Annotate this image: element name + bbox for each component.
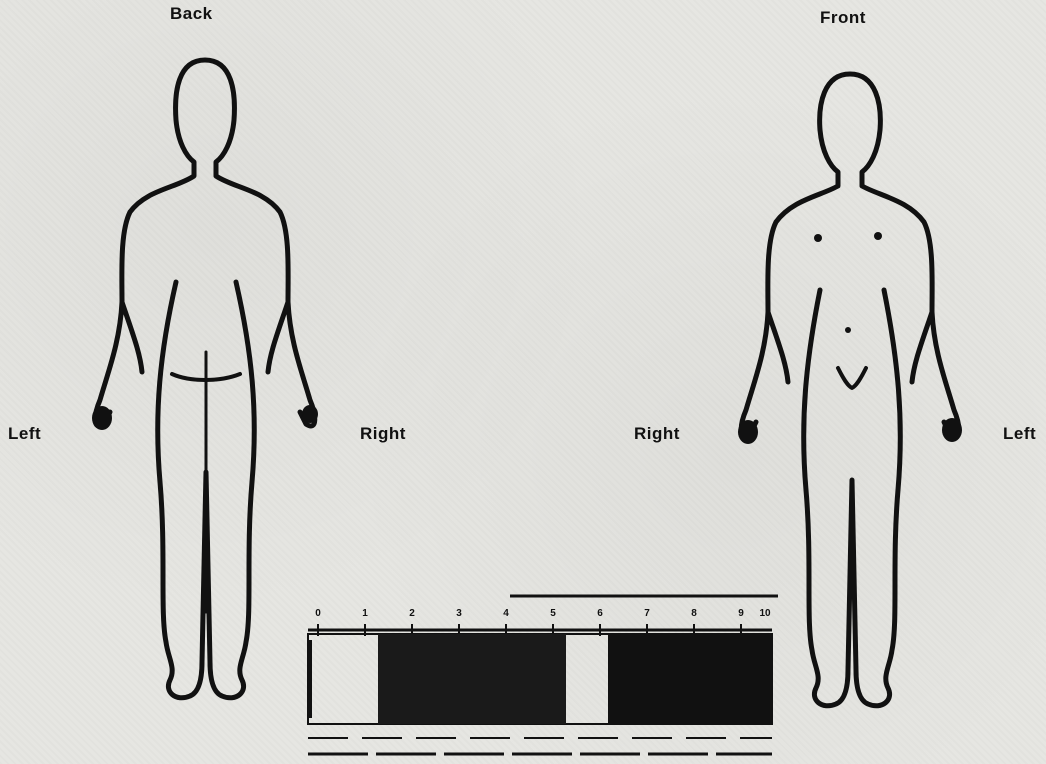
scale-number: 7 — [637, 608, 657, 619]
right-side-label-front-view: Right — [634, 424, 680, 444]
pain-scale-numbers: 0 1 2 3 4 5 6 7 8 9 10 — [310, 608, 770, 626]
back-view-label: Back — [170, 4, 213, 24]
scale-number: 10 — [755, 608, 775, 619]
scale-number: 8 — [684, 608, 704, 619]
right-side-label-back-view: Right — [360, 424, 406, 444]
scale-number: 1 — [355, 608, 375, 619]
scale-number: 0 — [308, 608, 328, 619]
pain-intensity-scale[interactable]: 0 1 2 3 4 5 6 7 8 9 10 — [300, 590, 780, 760]
scale-number: 9 — [731, 608, 751, 619]
scale-number: 6 — [590, 608, 610, 619]
left-side-label-front-view: Left — [1003, 424, 1036, 444]
scale-number: 5 — [543, 608, 563, 619]
scale-number: 2 — [402, 608, 422, 619]
left-side-label-back-view: Left — [8, 424, 41, 444]
scale-number: 4 — [496, 608, 516, 619]
front-view-label: Front — [820, 8, 866, 28]
scale-number: 3 — [449, 608, 469, 619]
